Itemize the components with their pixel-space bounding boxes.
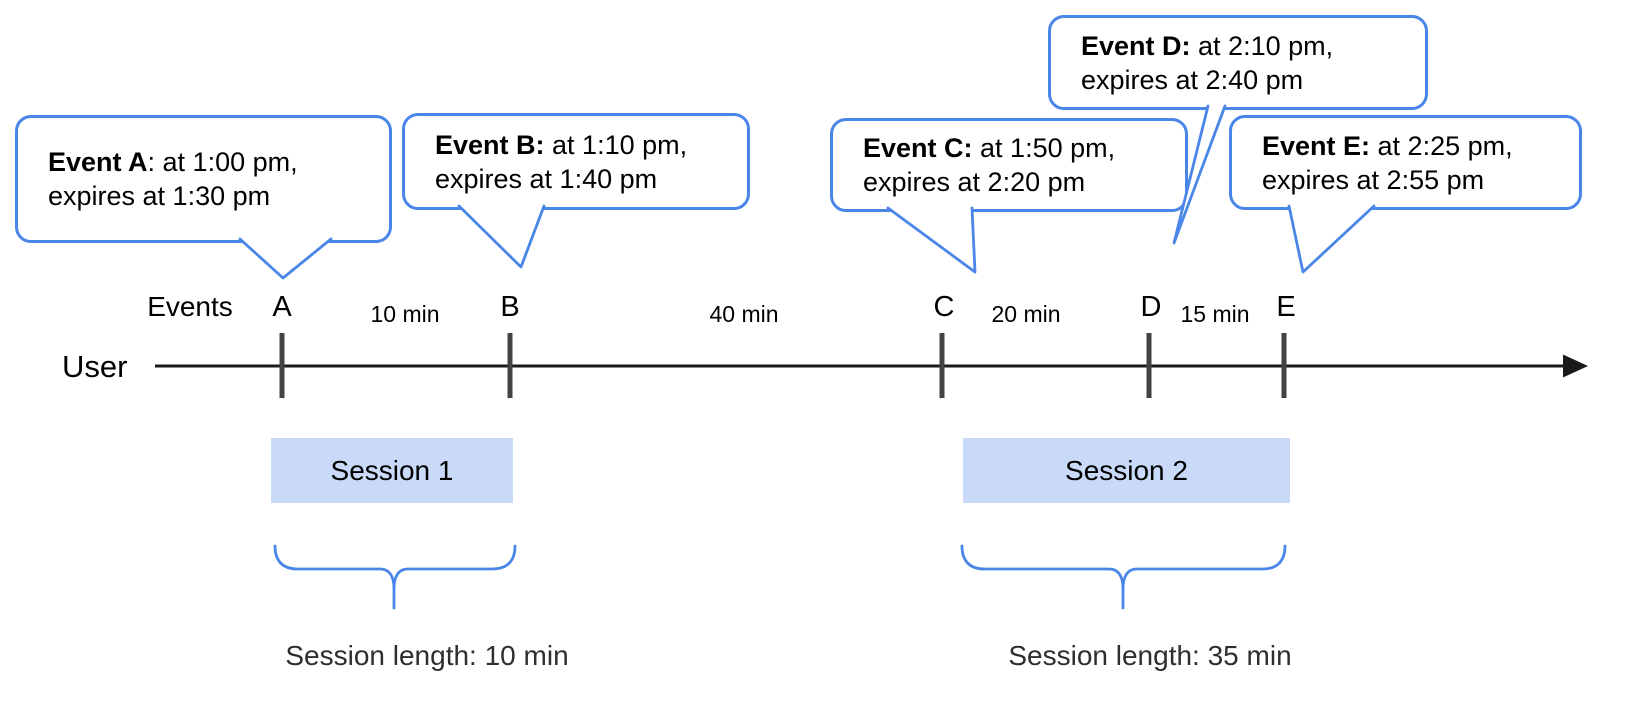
user-row-label: User xyxy=(62,349,128,384)
session-1-label: Session 1 xyxy=(330,454,454,486)
event-b-line2: expires at 1:40 pm xyxy=(435,163,658,194)
event-c-line1: Event C: at 1:50 pm, xyxy=(863,133,1116,163)
session-1-brace xyxy=(273,544,517,610)
event-a-callout-tail xyxy=(238,237,333,280)
event-letter-b: B xyxy=(500,291,520,323)
interval-d-e: 15 min xyxy=(1180,301,1250,327)
event-e-line1: Event E: at 2:25 pm, xyxy=(1262,130,1513,161)
arrowhead-icon xyxy=(1563,354,1588,378)
session-2-box: Session 2 xyxy=(963,438,1290,503)
event-d-callout: Event D: at 2:10 pm, expires at 2:40 pm xyxy=(1048,15,1428,110)
event-letter-c: C xyxy=(933,291,955,323)
event-e-line2: expires at 2:55 pm xyxy=(1262,164,1485,195)
timeline-arrow xyxy=(155,354,1588,378)
interval-c-d: 20 min xyxy=(991,301,1061,327)
event-d-line1: Event D: at 2:10 pm, xyxy=(1081,30,1334,61)
interval-a-b: 10 min xyxy=(370,301,440,327)
event-c-line2: expires at 2:20 pm xyxy=(863,167,1086,197)
event-b-line1: Event B: at 1:10 pm, xyxy=(435,129,688,160)
event-ticks xyxy=(279,333,1287,398)
session-1-length-label: Session length: 10 min xyxy=(285,640,569,671)
event-a-callout: Event A: at 1:00 pm, expires at 1:30 pm xyxy=(15,115,392,243)
session-2-length-label: Session length: 35 min xyxy=(1008,640,1292,671)
events-row-label: Events xyxy=(147,291,233,322)
event-c-callout: Event C: at 1:50 pm, expires at 2:20 pm xyxy=(830,118,1188,212)
interval-b-c: 40 min xyxy=(709,301,779,327)
event-b-callout: Event B: at 1:10 pm, expires at 1:40 pm xyxy=(402,113,750,210)
event-letter-a: A xyxy=(272,291,292,323)
event-e-callout: Event E: at 2:25 pm, expires at 2:55 pm xyxy=(1229,115,1582,210)
event-letter-d: D xyxy=(1140,291,1162,323)
event-c-callout-tail xyxy=(886,206,977,274)
event-a-line1: Event A: at 1:00 pm, xyxy=(48,147,298,177)
event-letter-e: E xyxy=(1276,291,1296,323)
session-2-brace xyxy=(960,544,1287,610)
event-d-line2: expires at 2:40 pm xyxy=(1081,64,1304,95)
event-e-callout-tail xyxy=(1287,204,1376,274)
event-b-callout-tail xyxy=(457,204,546,269)
session-2-label: Session 2 xyxy=(1065,454,1188,486)
session-1-box: Session 1 xyxy=(271,438,513,503)
event-a-line2: expires at 1:30 pm xyxy=(48,181,271,211)
